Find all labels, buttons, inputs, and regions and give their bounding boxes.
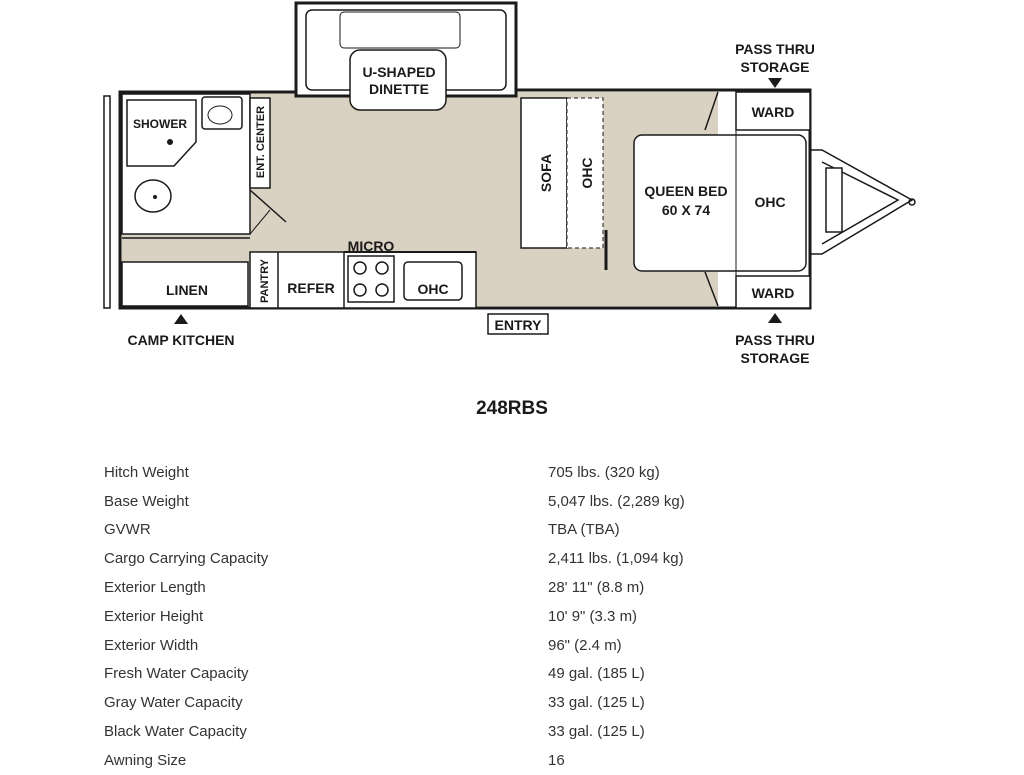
spec-row: Fresh Water Capacity 49 gal. (185 L) (104, 660, 848, 689)
floorplan-diagram: U-SHAPED DINETTE SHOWER ENT. CENTER SOFA… (103, 1, 916, 366)
ohc-sofa-label: OHC (579, 157, 595, 188)
linen (121, 261, 249, 307)
dinette-slideout (294, 1, 518, 111)
spec-row: Hitch Weight 705 lbs. (320 kg) (104, 458, 848, 487)
spec-value: 705 lbs. (320 kg) (548, 463, 660, 481)
rear-bumper (103, 95, 111, 309)
ohc-bed-label: OHC (754, 194, 785, 210)
ent-center (249, 97, 271, 189)
entry-door (487, 313, 549, 335)
pass-thru-bottom-label-2: STORAGE (741, 350, 810, 366)
queen-bed-label-2: 60 X 74 (662, 202, 710, 218)
pass-thru-bottom-label-1: PASS THRU (735, 332, 815, 348)
sofa (520, 97, 608, 270)
spec-label: Base Weight (104, 492, 189, 510)
kitchen-counter (122, 237, 477, 309)
spec-row: Exterior Width 96" (2.4 m) (104, 631, 848, 660)
pass-thru-top-label-2: STORAGE (741, 59, 810, 75)
ward-bottom (735, 275, 811, 309)
spec-label: Gray Water Capacity (104, 694, 243, 712)
sofa-label: SOFA (538, 154, 554, 192)
spec-label: Exterior Length (104, 579, 206, 597)
spec-row: Awning Size 16 (104, 746, 848, 775)
spec-value: 10' 9" (3.3 m) (548, 607, 638, 625)
queen-bed-label-1: QUEEN BED (644, 183, 727, 199)
micro-label: MICRO (348, 238, 395, 254)
spec-row: Gray Water Capacity 33 gal. (125 L) (104, 688, 848, 717)
ward-top-label: WARD (752, 104, 795, 120)
camp-kitchen-arrow (174, 314, 188, 324)
spec-label: Cargo Carrying Capacity (104, 550, 269, 568)
bathroom (121, 93, 271, 235)
entry-label: ENTRY (495, 317, 543, 333)
dinette-label-1: U-SHAPED (362, 64, 435, 80)
pass-thru-top-label-1: PASS THRU (735, 41, 815, 57)
spec-value: 5,047 lbs. (2,289 kg) (548, 492, 685, 510)
model-title: 248RBS (476, 398, 548, 419)
pass-thru-top-arrow (768, 78, 782, 88)
bedroom-walls (704, 91, 719, 307)
spec-value: 49 gal. (185 L) (548, 665, 645, 683)
spec-label: Hitch Weight (104, 463, 189, 481)
spec-row: Exterior Length 28' 11" (8.8 m) (104, 573, 848, 602)
spec-value: TBA (TBA) (548, 521, 620, 539)
spec-value: 16 (548, 751, 565, 769)
door-swing (249, 189, 287, 223)
spec-row: GVWR TBA (TBA) (104, 516, 848, 545)
spec-label: Fresh Water Capacity (104, 665, 249, 683)
camp-kitchen-label: CAMP KITCHEN (127, 332, 234, 348)
spec-label: Exterior Height (104, 607, 204, 625)
spec-value: 96" (2.4 m) (548, 636, 622, 654)
ohc-kitchen-label: OHC (417, 281, 448, 297)
spec-row: Base Weight 5,047 lbs. (2,289 kg) (104, 487, 848, 516)
ent-center-label: ENT. CENTER (255, 106, 267, 178)
refer-label: REFER (287, 280, 334, 296)
linen-label: LINEN (166, 282, 208, 298)
spec-row: Cargo Carrying Capacity 2,411 lbs. (1,09… (104, 544, 848, 573)
shower-label: SHOWER (133, 117, 187, 131)
ward-bottom-label: WARD (752, 285, 795, 301)
spec-label: Exterior Width (104, 636, 199, 654)
front-hitch (810, 149, 916, 255)
spec-value: 33 gal. (125 L) (548, 723, 645, 741)
pantry-label: PANTRY (259, 258, 271, 303)
spec-label: Awning Size (104, 751, 187, 769)
spec-value: 2,411 lbs. (1,094 kg) (548, 550, 684, 568)
spec-label: GVWR (104, 521, 151, 539)
specs-table: Hitch Weight 705 lbs. (320 kg) Base Weig… (104, 458, 848, 775)
spec-label: Black Water Capacity (104, 723, 247, 741)
pass-thru-bottom-arrow (768, 313, 782, 323)
spec-value: 33 gal. (125 L) (548, 694, 645, 712)
queen-bed (633, 130, 807, 276)
spec-row: Exterior Height 10' 9" (3.3 m) (104, 602, 848, 631)
dinette-label-2: DINETTE (369, 81, 429, 97)
spec-value: 28' 11" (8.8 m) (548, 579, 645, 597)
ward-top (735, 91, 811, 131)
spec-row: Black Water Capacity 33 gal. (125 L) (104, 717, 848, 746)
